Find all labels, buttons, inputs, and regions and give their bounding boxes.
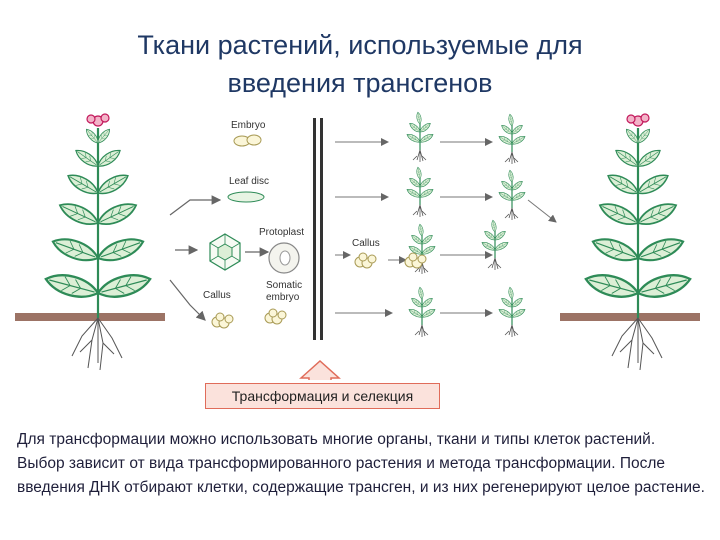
regenerating-seedlings: [405, 112, 526, 337]
transformation-selection-box: Трансформация и селекция: [205, 383, 440, 409]
leaf-disc-label: Leaf disc: [229, 176, 269, 187]
tissue-cells-icon: [210, 234, 240, 270]
transgenic-tissue-diagram: Embryo Leaf disc Protoplast Callus Somat…: [0, 100, 720, 380]
somatic-label-line-2: embryo: [266, 292, 300, 303]
protoplast-label: Protoplast: [259, 227, 304, 238]
embryo-icon: [234, 135, 261, 146]
regeneration-arrows: [335, 142, 556, 313]
transformation-barrier: [313, 118, 323, 340]
somatic-label-line-1: Somatic: [266, 280, 302, 291]
callus-right-icon: [355, 253, 376, 268]
title-line-2: введения трансгенов: [60, 64, 660, 102]
callus-right-label: Callus: [352, 238, 380, 249]
callus-left-label: Callus: [203, 290, 231, 301]
regenerated-plant: [560, 114, 700, 370]
page-title: Ткани растений, используемые для введени…: [60, 26, 660, 102]
protoplast-icon: [269, 243, 299, 273]
somatic-embryo-icon: [265, 309, 286, 324]
selection-pointer-arrow: [301, 361, 339, 380]
title-line-1: Ткани растений, используемые для: [60, 26, 660, 64]
donor-plant: [15, 114, 165, 370]
callus-left-icon: [212, 313, 233, 328]
leaf-disc-icon: [228, 192, 264, 202]
description-text: Для трансформации можно использовать мно…: [17, 428, 707, 500]
embryo-label: Embryo: [231, 120, 266, 131]
transformation-selection-label: Трансформация и селекция: [232, 388, 413, 404]
